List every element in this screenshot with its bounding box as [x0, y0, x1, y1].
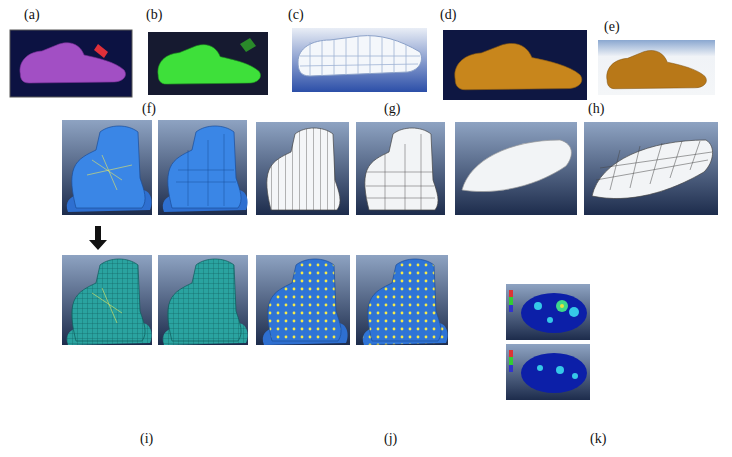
panel-label: (j) — [384, 432, 397, 446]
panel-label: (h) — [588, 102, 604, 116]
panel-label: (c) — [288, 8, 304, 22]
panel-label: (g) — [384, 102, 400, 116]
panel-label: (d) — [440, 8, 456, 22]
panel-label: (f) — [142, 102, 156, 116]
panel-label: (e) — [604, 20, 620, 34]
panel-label: (i) — [140, 432, 153, 446]
panel-label: (a) — [24, 8, 40, 22]
panel-label: (b) — [146, 8, 162, 22]
panel-label: (k) — [590, 432, 606, 446]
